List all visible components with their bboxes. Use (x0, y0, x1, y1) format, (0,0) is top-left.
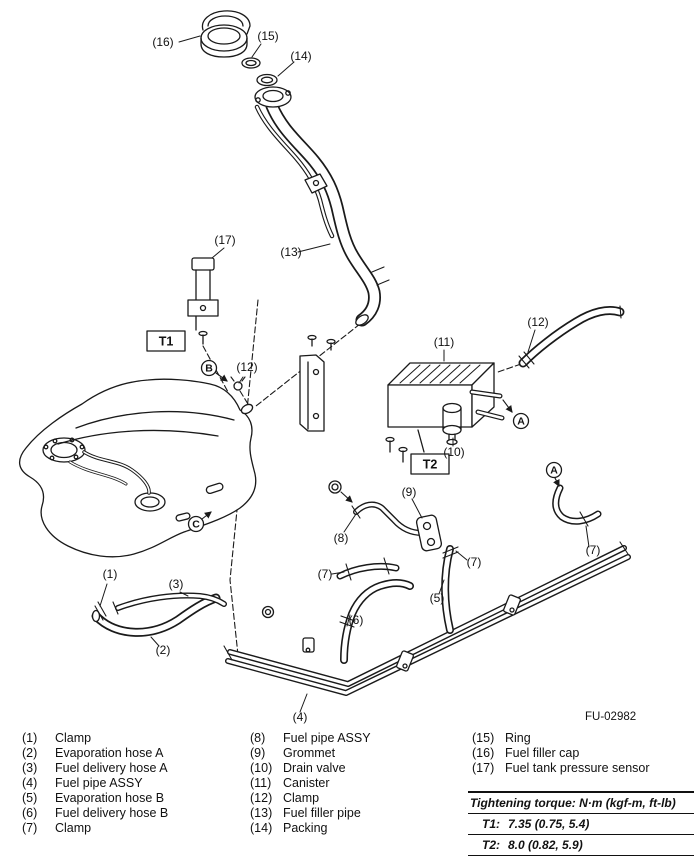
filler-neck-flange (254, 86, 292, 108)
torque-row-t1: T1:7.35 (0.75, 5.4) (468, 814, 694, 835)
fuel-filler-cap (200, 10, 251, 58)
callout-3: (3) (169, 577, 184, 591)
connector-a-1: A (517, 416, 525, 428)
torque-t2-flag (410, 453, 450, 475)
callout-1: (1) (103, 567, 118, 581)
callout-7-a: (7) (318, 567, 333, 581)
callout-6: (6) (349, 613, 364, 627)
fuel-pipe-assy-8 (351, 501, 425, 536)
legend-item: (12)Clamp (250, 791, 320, 805)
callout-12-left: (12) (236, 360, 257, 374)
legend-item: (1)Clamp (22, 731, 92, 745)
legend-item: (6)Fuel delivery hose B (22, 806, 169, 820)
evaporation-hose-right (518, 305, 625, 369)
legend-item: (9)Grommet (250, 746, 336, 760)
torque-row-t2: T2:8.0 (0.82, 5.9) (468, 835, 694, 856)
pipe-hangers (261, 594, 521, 672)
legend-item: (5)Evaporation hose B (22, 791, 165, 805)
legend-item: (13)Fuel filler pipe (250, 806, 361, 820)
legend-column-1: (1)Clamp (2)Evaporation hose A (3)Fuel d… (22, 731, 168, 836)
callout-15: (15) (257, 29, 278, 43)
legend-item: (16)Fuel filler cap (472, 746, 580, 760)
callout-2: (2) (156, 643, 171, 657)
clamp-12-left (230, 376, 246, 391)
legend-item: (11)Canister (250, 776, 330, 790)
fuel-delivery-hose-a (112, 592, 227, 615)
hose-lower-right (552, 477, 602, 527)
legend-item: (3)Fuel delivery hose A (22, 761, 168, 775)
callout-13: (13) (280, 245, 301, 259)
callout-4: (4) (293, 710, 308, 724)
callout-5: (5) (430, 591, 445, 605)
connector-circles (187, 359, 563, 533)
callout-9: (9) (402, 485, 417, 499)
parts-diagram: (16) (15) (14) (13) (17) (12) (12) (11) … (19, 10, 631, 724)
legend-item: (17)Fuel tank pressure sensor (472, 761, 650, 775)
callout-17: (17) (214, 233, 235, 247)
mounting-bracket (299, 334, 336, 432)
ring-part (241, 57, 261, 69)
grommet (415, 514, 443, 552)
callout-14: (14) (290, 49, 311, 63)
legend-item: (4)Fuel pipe ASSY (22, 776, 143, 790)
callout-12-right: (12) (527, 315, 548, 329)
legend-item: (2)Evaporation hose A (22, 746, 164, 760)
callout-16: (16) (152, 35, 173, 49)
connector-b: B (205, 363, 213, 375)
junction-tube (336, 557, 400, 581)
legend-column-3: (15)Ring (16)Fuel filler cap (17)Fuel ta… (472, 731, 650, 776)
legend-item: (8)Fuel pipe ASSY (250, 731, 371, 745)
fuel-tank (19, 378, 257, 558)
evaporation-hose-b (441, 545, 459, 634)
evaporation-hose-a (91, 593, 221, 637)
connector-a-2: A (550, 465, 558, 477)
callout-8: (8) (334, 531, 349, 545)
canister (387, 362, 495, 428)
legend-item: (7)Clamp (22, 821, 92, 835)
t2-label: T2 (423, 458, 438, 472)
fuel-tank-pressure-sensor (187, 257, 219, 345)
canister-bolts (385, 429, 425, 463)
canister-fittings (469, 389, 513, 421)
callout-7-b: (7) (467, 555, 482, 569)
callout-10: (10) (443, 445, 464, 459)
figure-id: FU-02982 (585, 711, 637, 723)
legend-item: (10)Drain valve (250, 761, 346, 775)
drain-valve (442, 402, 462, 446)
legend-column-2: (8)Fuel pipe ASSY (9)Grommet (10)Drain v… (250, 731, 371, 836)
fuel-pipe-assy-lines (223, 541, 631, 696)
clamp-1 (94, 601, 107, 621)
washer-ring (328, 480, 353, 503)
t1-label: T1 (159, 335, 174, 349)
legend-item: (15)Ring (472, 731, 531, 745)
fuel-delivery-hose-b (339, 579, 414, 664)
fuel-filler-pipe (254, 99, 390, 327)
callout-7-c: (7) (586, 543, 601, 557)
callout-11: (11) (434, 335, 454, 349)
connector-c: C (192, 519, 200, 531)
leader-lines (99, 35, 590, 713)
packing-part (256, 73, 278, 87)
tightening-torque-note: Tightening torque: N·m (kgf-m, ft-lb) T1… (468, 791, 694, 856)
torque-title: Tightening torque: N·m (kgf-m, ft-lb) (468, 791, 694, 814)
torque-t1-flag (146, 330, 186, 352)
legend-item: (14)Packing (250, 821, 328, 835)
